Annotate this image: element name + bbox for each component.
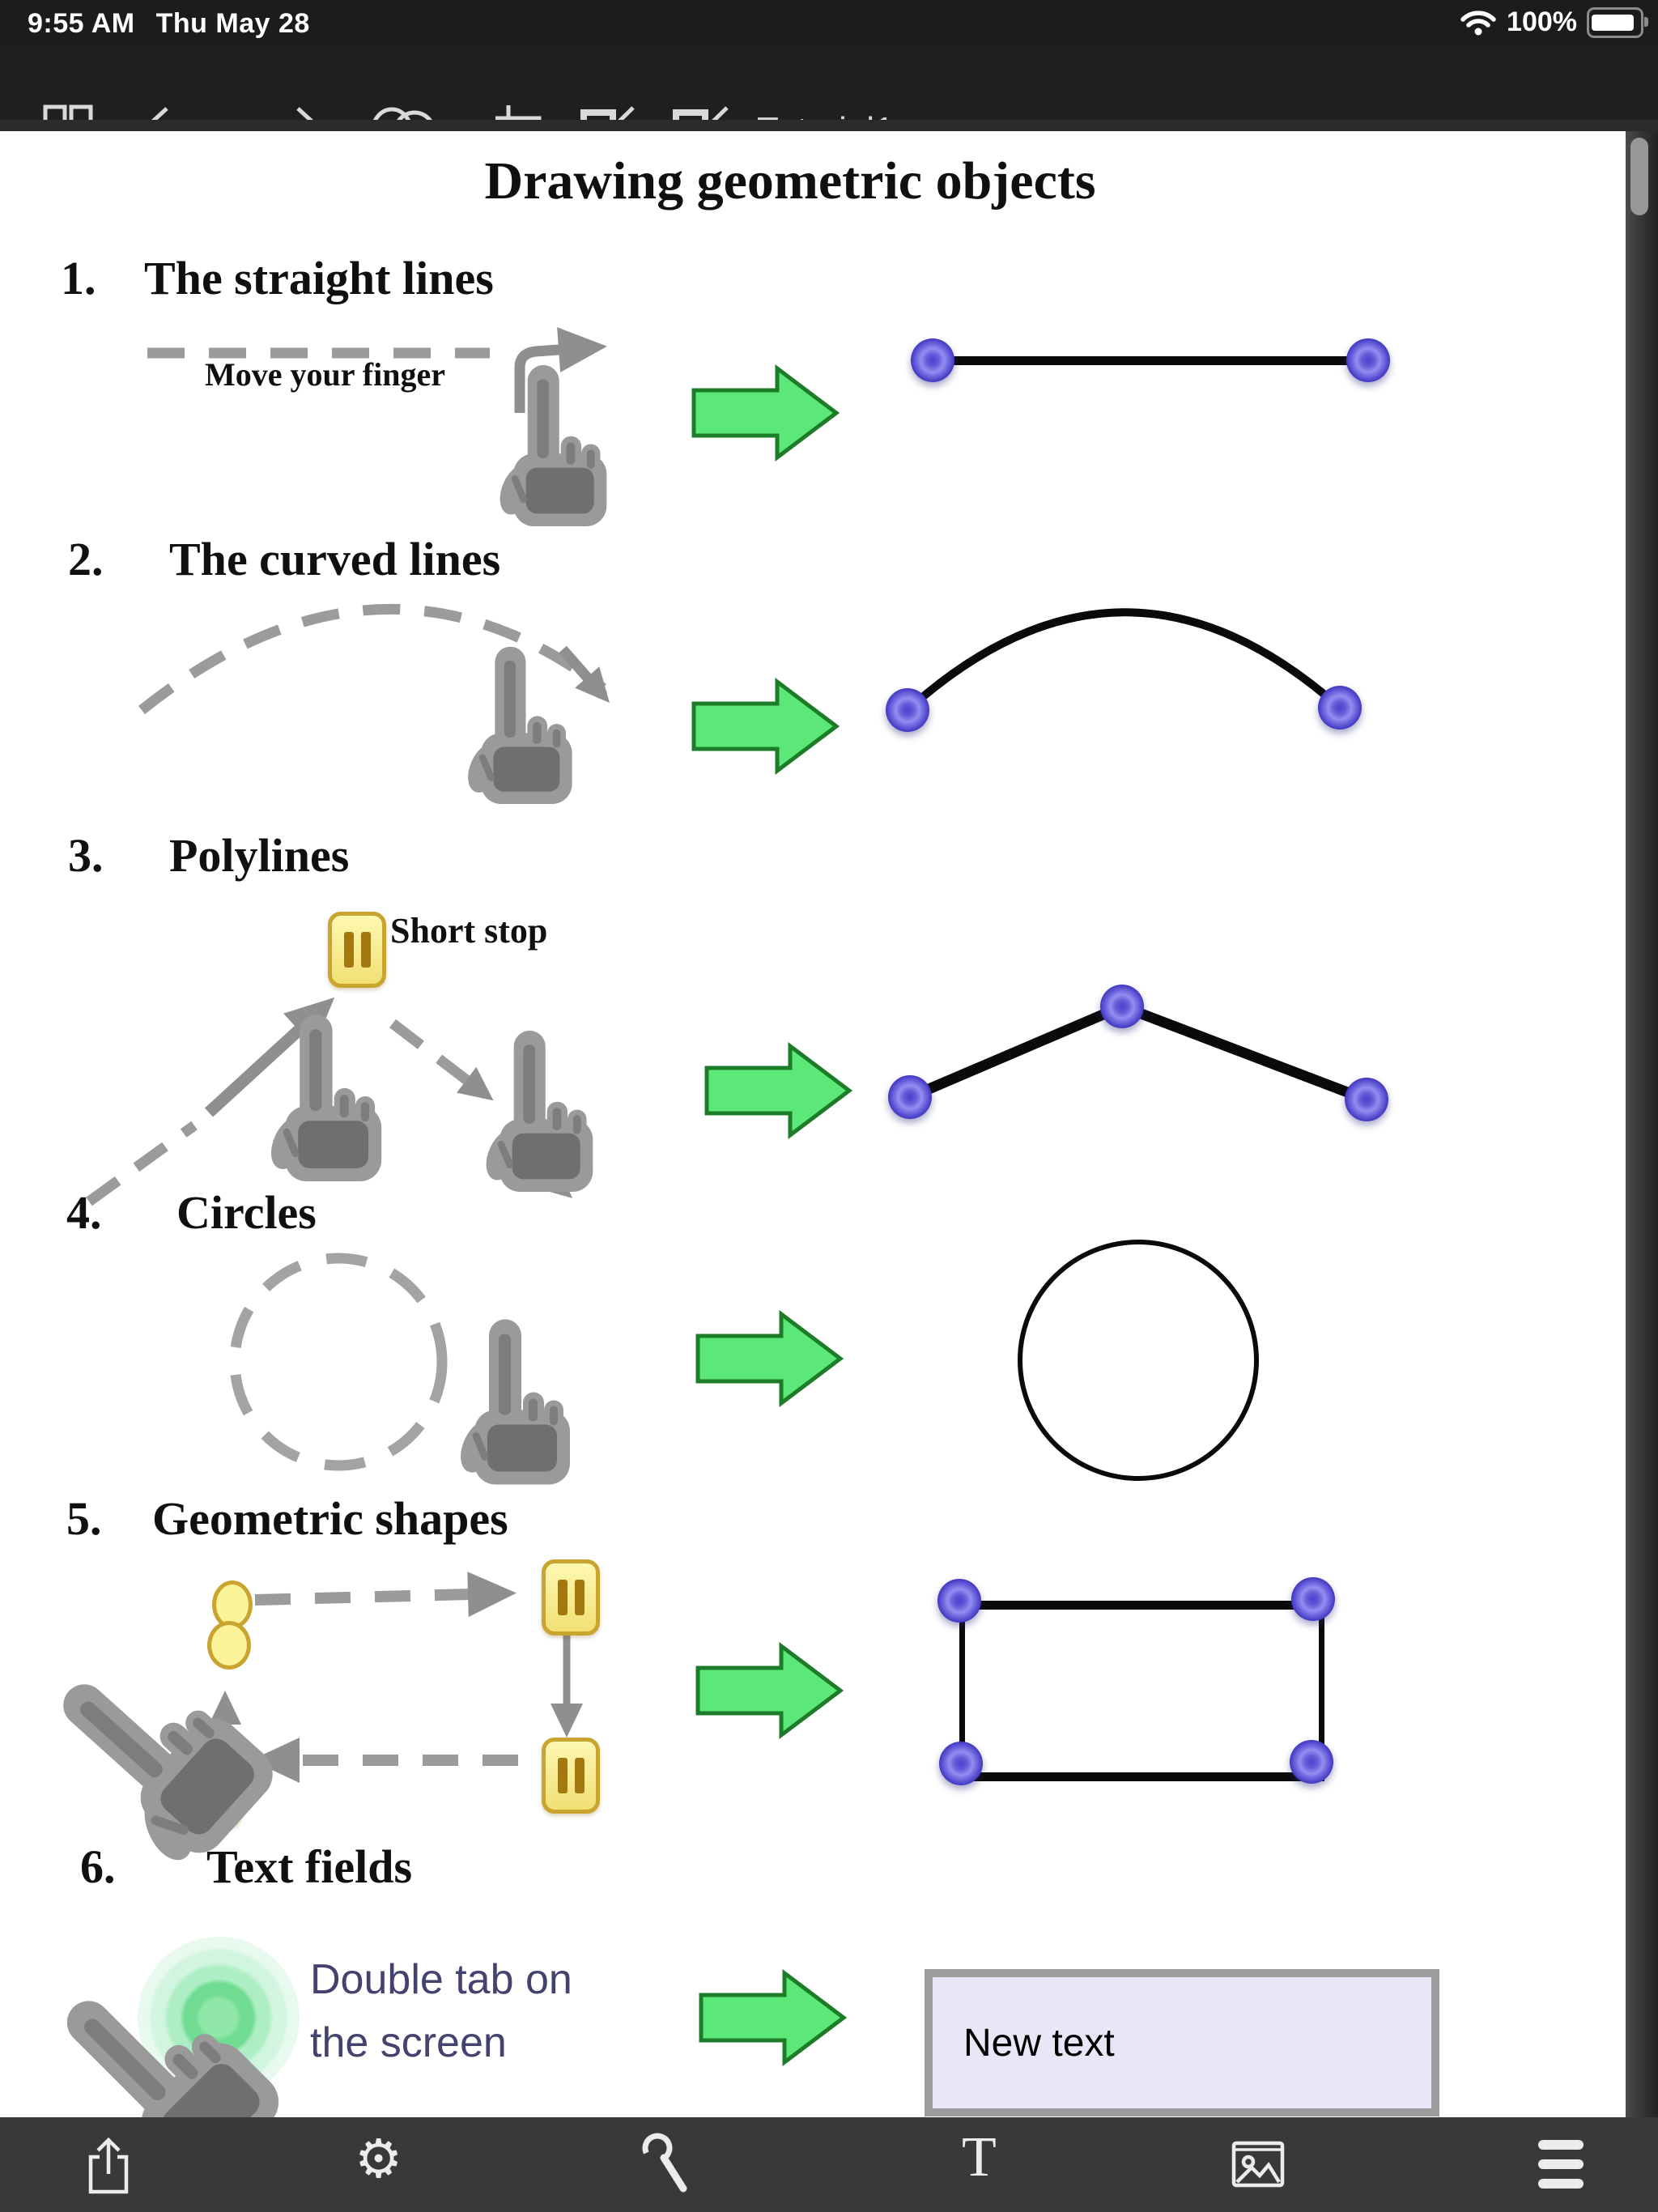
short-stop-label: Short stop [390, 911, 548, 951]
section-3-title: Polylines [169, 829, 350, 882]
result-arrow-icon [699, 1969, 848, 2066]
rect-corner-handle[interactable] [939, 1742, 983, 1785]
share-icon[interactable] [79, 2135, 138, 2197]
settings-gear-icon[interactable]: ⚙ [355, 2128, 403, 2190]
pause-icon [542, 1559, 600, 1636]
bottom-toolbar: ⚙ T [0, 2117, 1658, 2212]
curved-line-gesture-figure [138, 603, 610, 715]
menu-icon[interactable] [1535, 2135, 1587, 2193]
result-arrow-icon [691, 364, 840, 462]
straight-line-gesture-figure [147, 327, 607, 413]
canvas-page[interactable]: Drawing geometric objects 1. The straigh… [0, 131, 1626, 2117]
line-endpoint-handle[interactable] [1346, 338, 1390, 382]
page-side-gutter [1626, 131, 1658, 2117]
finger-icon [490, 360, 611, 526]
image-icon[interactable] [1227, 2135, 1289, 2193]
rect-corner-handle[interactable] [1290, 1740, 1333, 1784]
section-5-title: Geometric shapes [152, 1492, 508, 1545]
wifi-icon [1460, 8, 1497, 37]
polyline-point-handle[interactable] [888, 1075, 932, 1119]
section-2-title: The curved lines [169, 533, 501, 585]
date: Thu May 28 [155, 8, 310, 39]
pause-icon [542, 1738, 600, 1814]
result-arrow-icon [691, 678, 840, 775]
section-2-number: 2. [68, 533, 104, 585]
finger-icon [476, 1026, 597, 1192]
section-4-title: Circles [176, 1186, 317, 1239]
battery-percent: 100% [1507, 6, 1577, 37]
section-1-title: The straight lines [144, 252, 494, 304]
clock: 9:55 AM [28, 8, 135, 39]
status-bar: 9:55 AM Thu May 28 100% [0, 0, 1658, 45]
new-text-value: New text [963, 2021, 1115, 2065]
wrench-icon[interactable] [636, 2129, 701, 2200]
rect-corner-handle[interactable] [937, 1579, 981, 1623]
circle-gesture-figure [229, 1253, 448, 1471]
battery-icon [1587, 6, 1648, 38]
finger-icon [452, 1312, 573, 1487]
scrollbar-thumb[interactable] [1630, 138, 1648, 215]
polyline-point-handle[interactable] [1345, 1078, 1388, 1121]
result-curved-line[interactable] [878, 593, 1380, 747]
pause-icon [328, 912, 386, 988]
start-point-dot [207, 1621, 251, 1670]
section-6-number: 6. [80, 1840, 116, 1893]
line-endpoint-handle[interactable] [911, 338, 954, 382]
section-5-number: 5. [66, 1492, 102, 1545]
page-title: Drawing geometric objects [484, 151, 1096, 211]
result-arrow-icon [695, 1642, 844, 1739]
result-arrow-icon [695, 1310, 844, 1407]
section-3-number: 3. [68, 829, 104, 882]
section-1-number: 1. [61, 252, 96, 304]
section-4-number: 4. [66, 1186, 102, 1239]
result-arrow-icon [704, 1042, 853, 1139]
finger-icon [457, 642, 577, 804]
finger-icon [261, 1010, 386, 1181]
new-text-field[interactable]: New text [925, 1969, 1439, 2116]
polyline-point-handle[interactable] [1100, 985, 1144, 1028]
result-straight-line[interactable] [933, 356, 1368, 365]
curve-endpoint-handle[interactable] [886, 688, 929, 732]
result-rectangle[interactable] [959, 1601, 1324, 1781]
curve-endpoint-handle[interactable] [1318, 686, 1362, 730]
top-toolbar: Tutorial1 [0, 45, 1658, 162]
move-finger-label: Move your finger [205, 356, 445, 393]
section-6-title: Text fields [206, 1840, 413, 1893]
text-tool-icon[interactable]: T [962, 2126, 997, 2189]
result-circle[interactable] [1018, 1240, 1259, 1481]
rect-corner-handle[interactable] [1291, 1577, 1335, 1621]
double-tap-label: Double tab on the screen [310, 1956, 572, 2066]
